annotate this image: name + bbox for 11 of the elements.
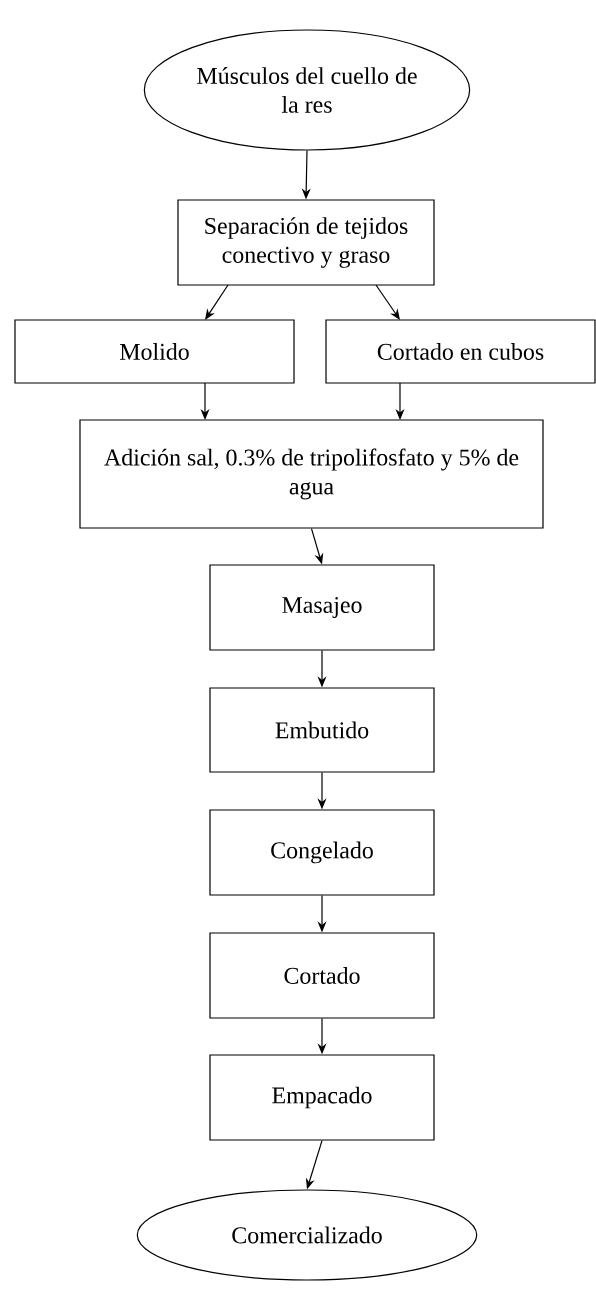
process-box: Congelado	[209, 809, 435, 896]
arrow	[205, 284, 229, 320]
arrow	[375, 284, 400, 320]
process-box: Adición sal, 0.3% de tripolifosfato y 5% de agua	[79, 419, 544, 529]
process-box: Embutido	[209, 687, 435, 773]
process-box: Cortado	[209, 932, 435, 1019]
process-box: Molido	[14, 319, 295, 384]
process-box: Empacado	[209, 1054, 435, 1141]
process-box: Separación de tejidos conectivo y graso	[177, 199, 435, 286]
process-box: Cortado en cubos	[325, 319, 596, 384]
process-box: Masajeo	[209, 564, 435, 651]
